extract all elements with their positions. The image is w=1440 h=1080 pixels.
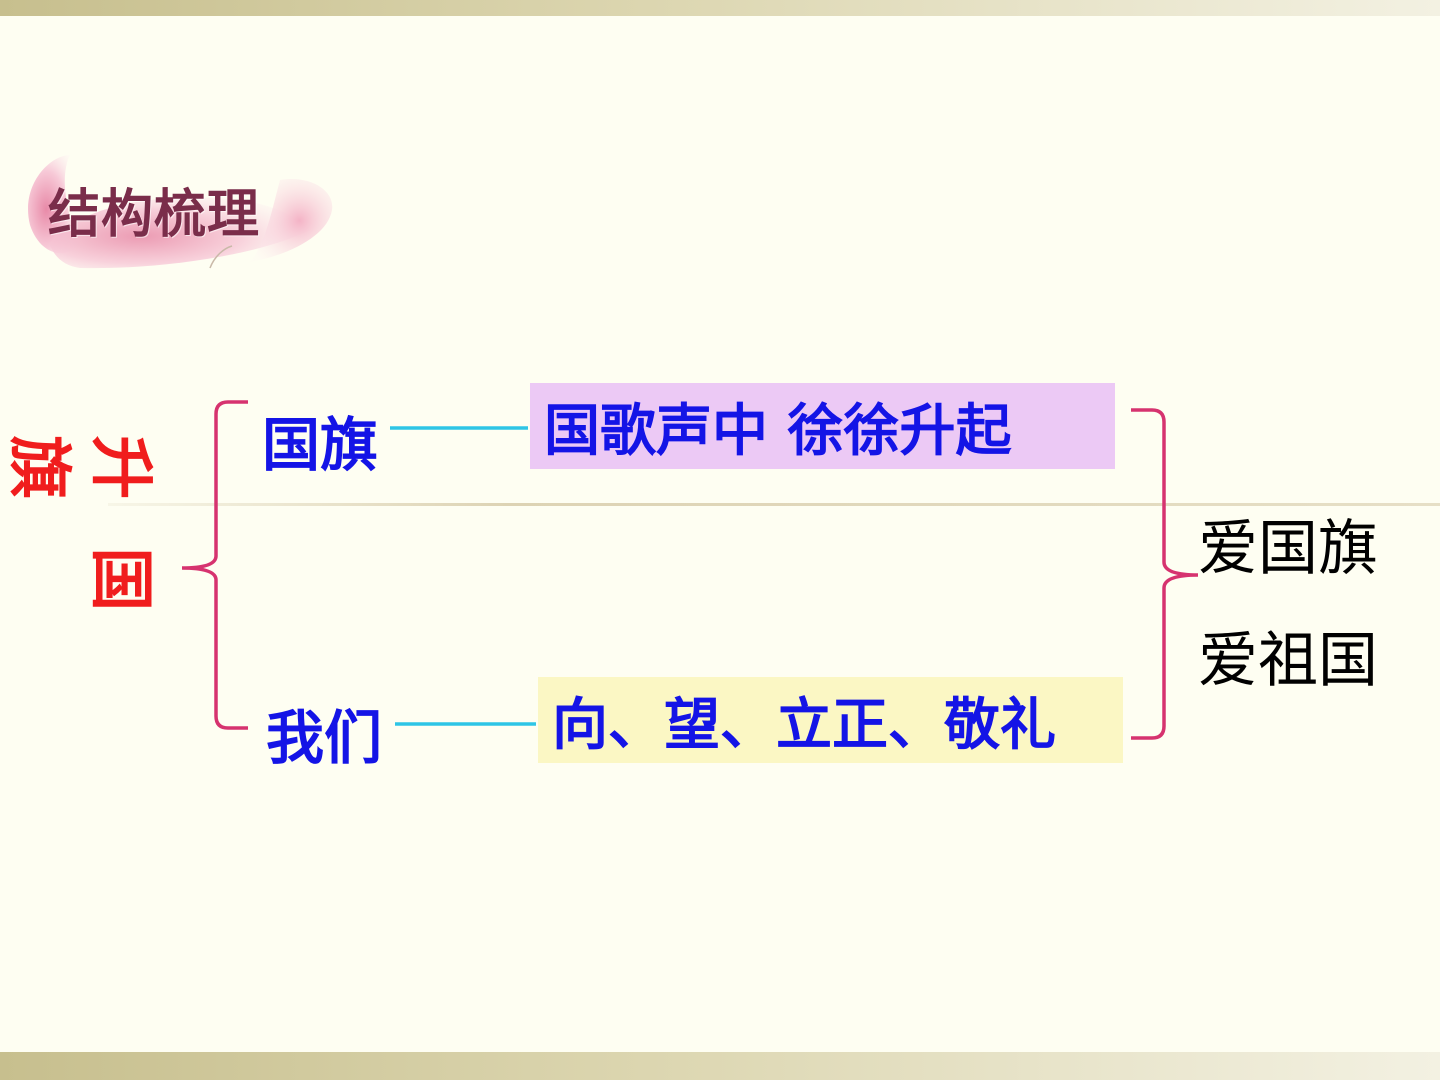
section-title: 结构梳理 (48, 185, 261, 245)
branch-description-flag: 国歌声中 徐徐升起 (530, 383, 1115, 469)
left-brace (181, 400, 248, 730)
branch-label-us: 我们 (266, 704, 383, 772)
horizontal-divider (108, 503, 1440, 506)
branch-description-us: 向、望、立正、敬礼 (538, 677, 1123, 763)
right-brace (1131, 408, 1199, 740)
petal-icon (28, 155, 333, 269)
bottom-decorative-band (0, 1052, 1440, 1080)
branch-label-flag: 国旗 (262, 411, 379, 479)
conclusion-line-2: 爱祖国 (1198, 626, 1378, 696)
conclusion-line-1: 爱国旗 (1198, 514, 1378, 584)
top-decorative-band (0, 0, 1440, 16)
